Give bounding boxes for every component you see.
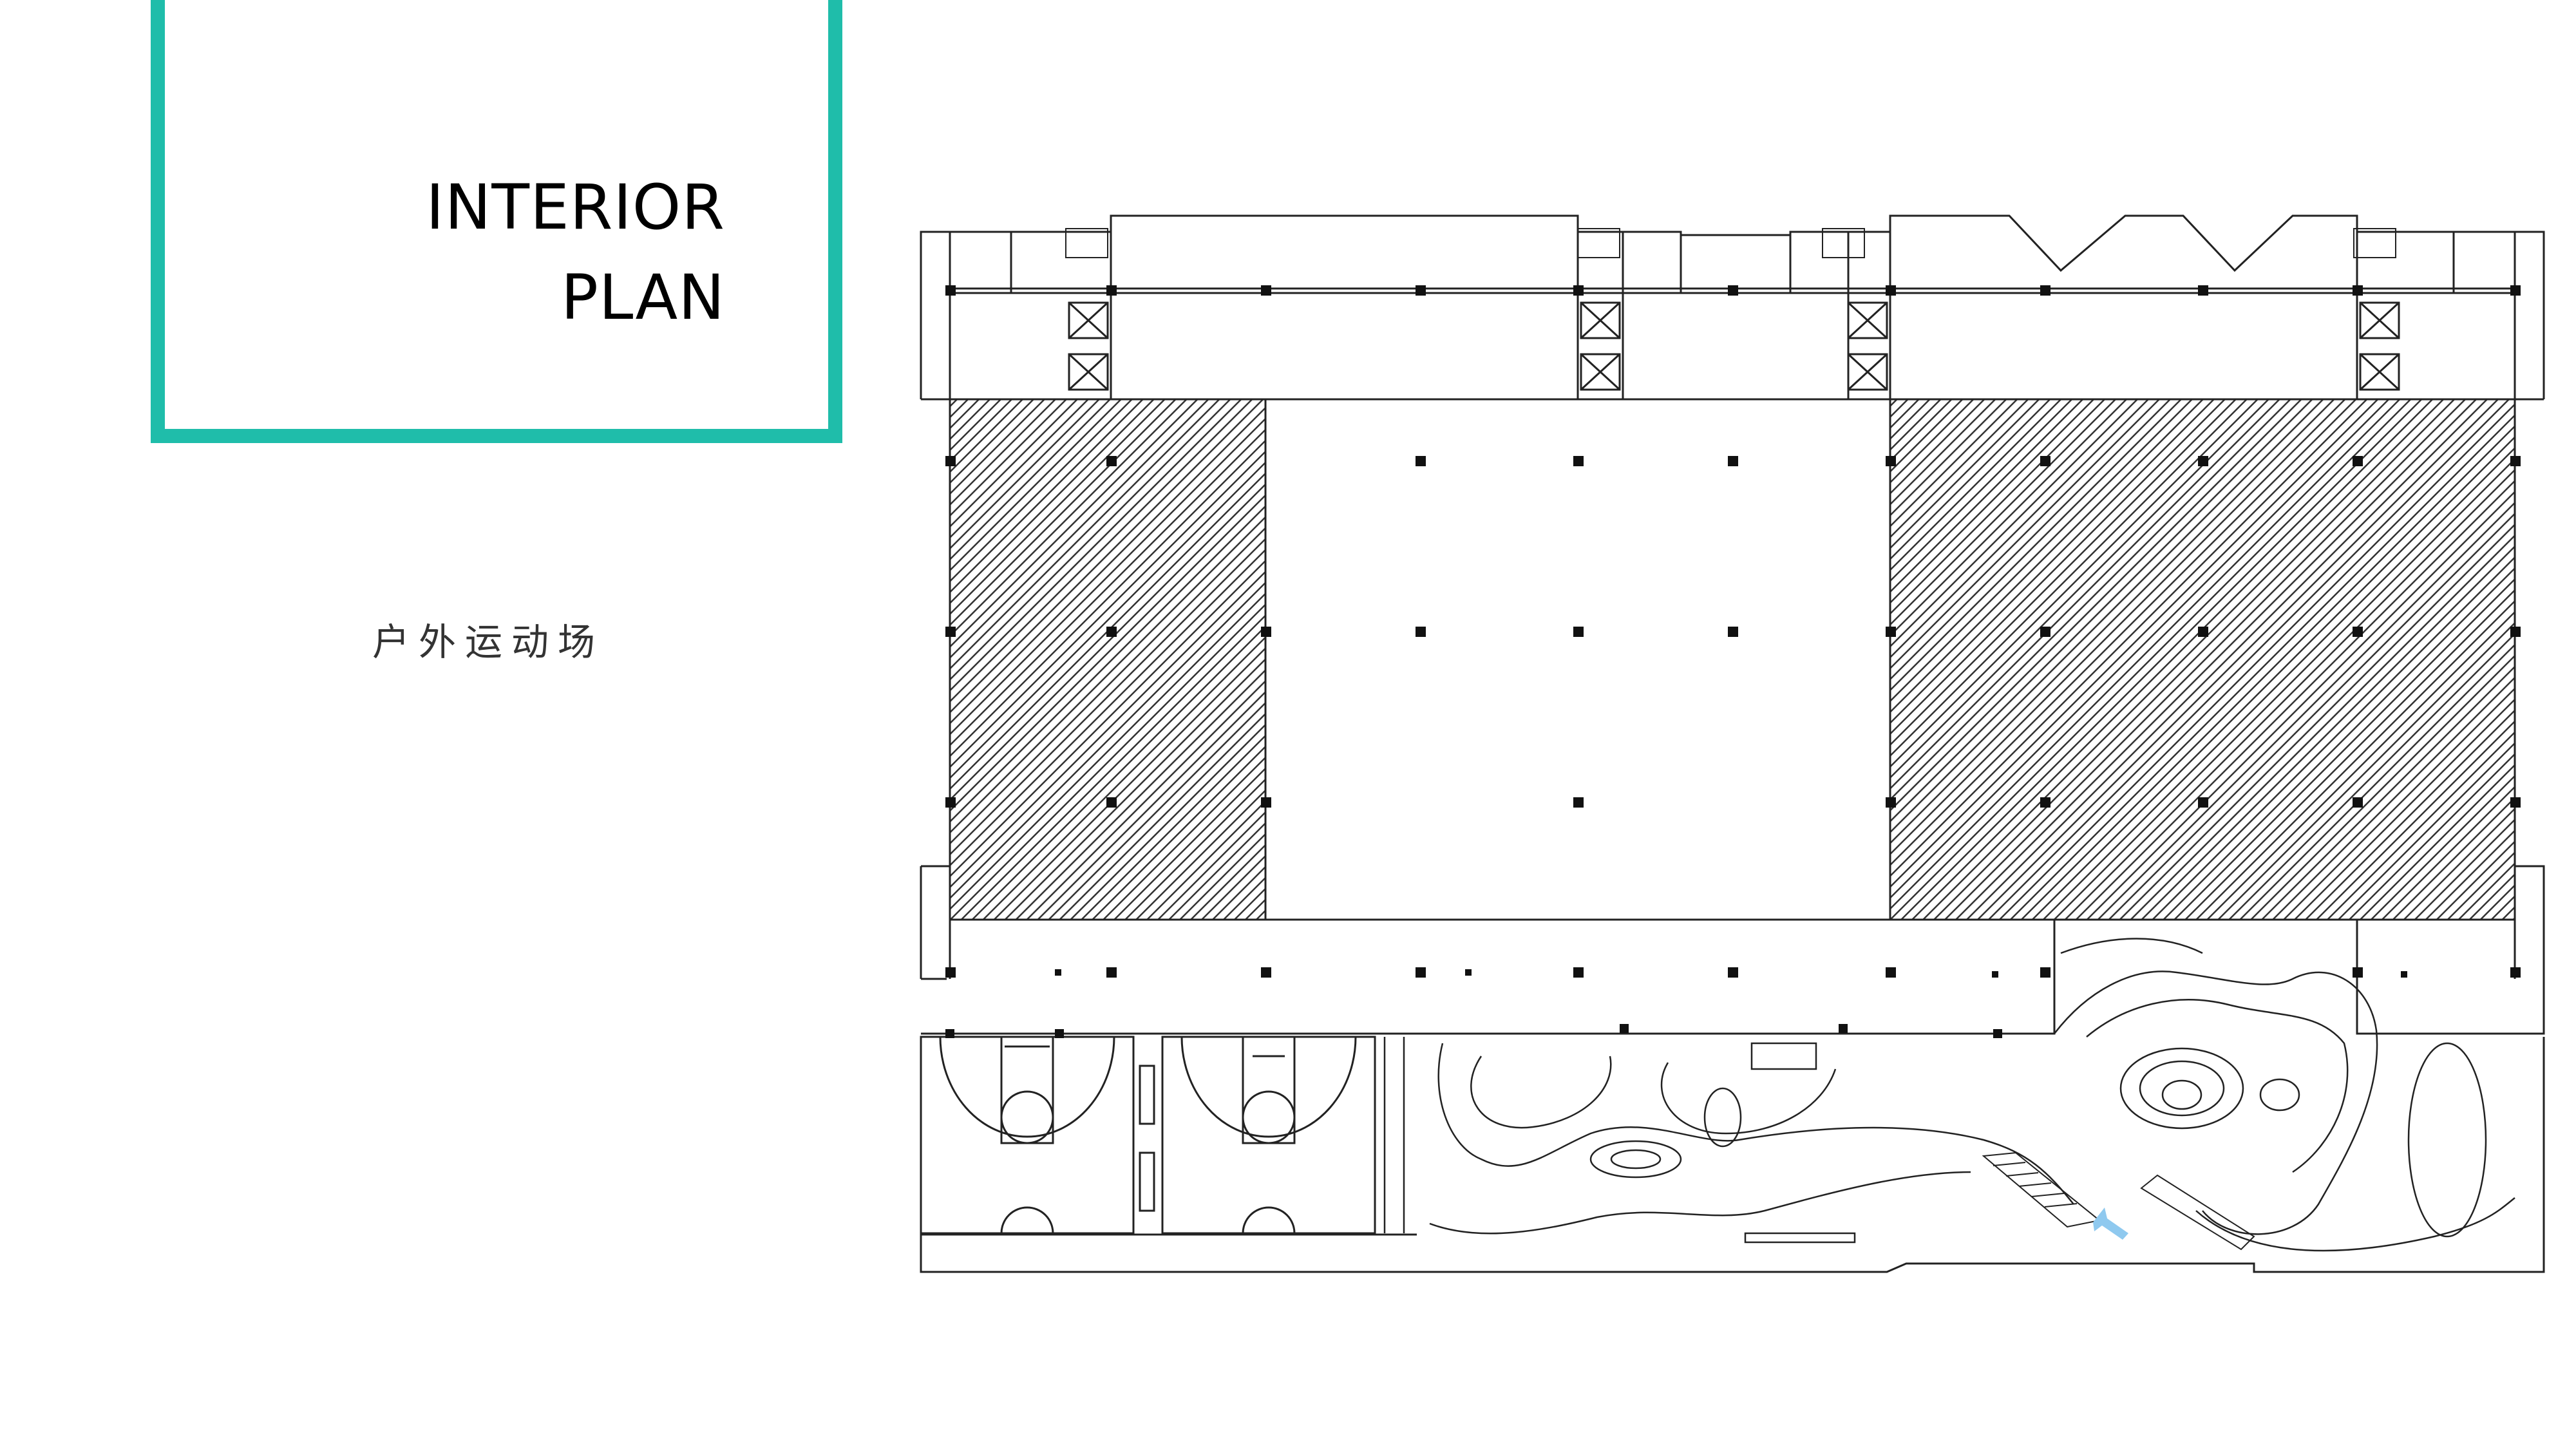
title-line-1: INTERIOR [426,171,725,243]
basketball-court-west [939,1036,1115,1234]
page-title: INTERIOR PLAN [426,162,725,343]
hall-west-hatched [949,398,1267,921]
structural-columns [945,285,2521,1038]
ramp-stairs [1982,1151,2255,1251]
landscape-curves [1383,938,2515,1252]
basketball-court-east [1180,1036,1357,1234]
hall-east-hatched [1889,398,2516,921]
plan-caption: 户外运动场 [372,620,605,664]
outdoor-court-zone [920,1036,2545,1273]
stair-symbols [1065,228,2396,258]
elevator-cores [1068,301,2400,391]
entrance-arrow-icon [2093,1208,2128,1240]
title-line-2: PLAN [560,261,725,334]
title-frame: INTERIOR PLAN [151,0,842,443]
central-atrium [1264,398,1891,921]
